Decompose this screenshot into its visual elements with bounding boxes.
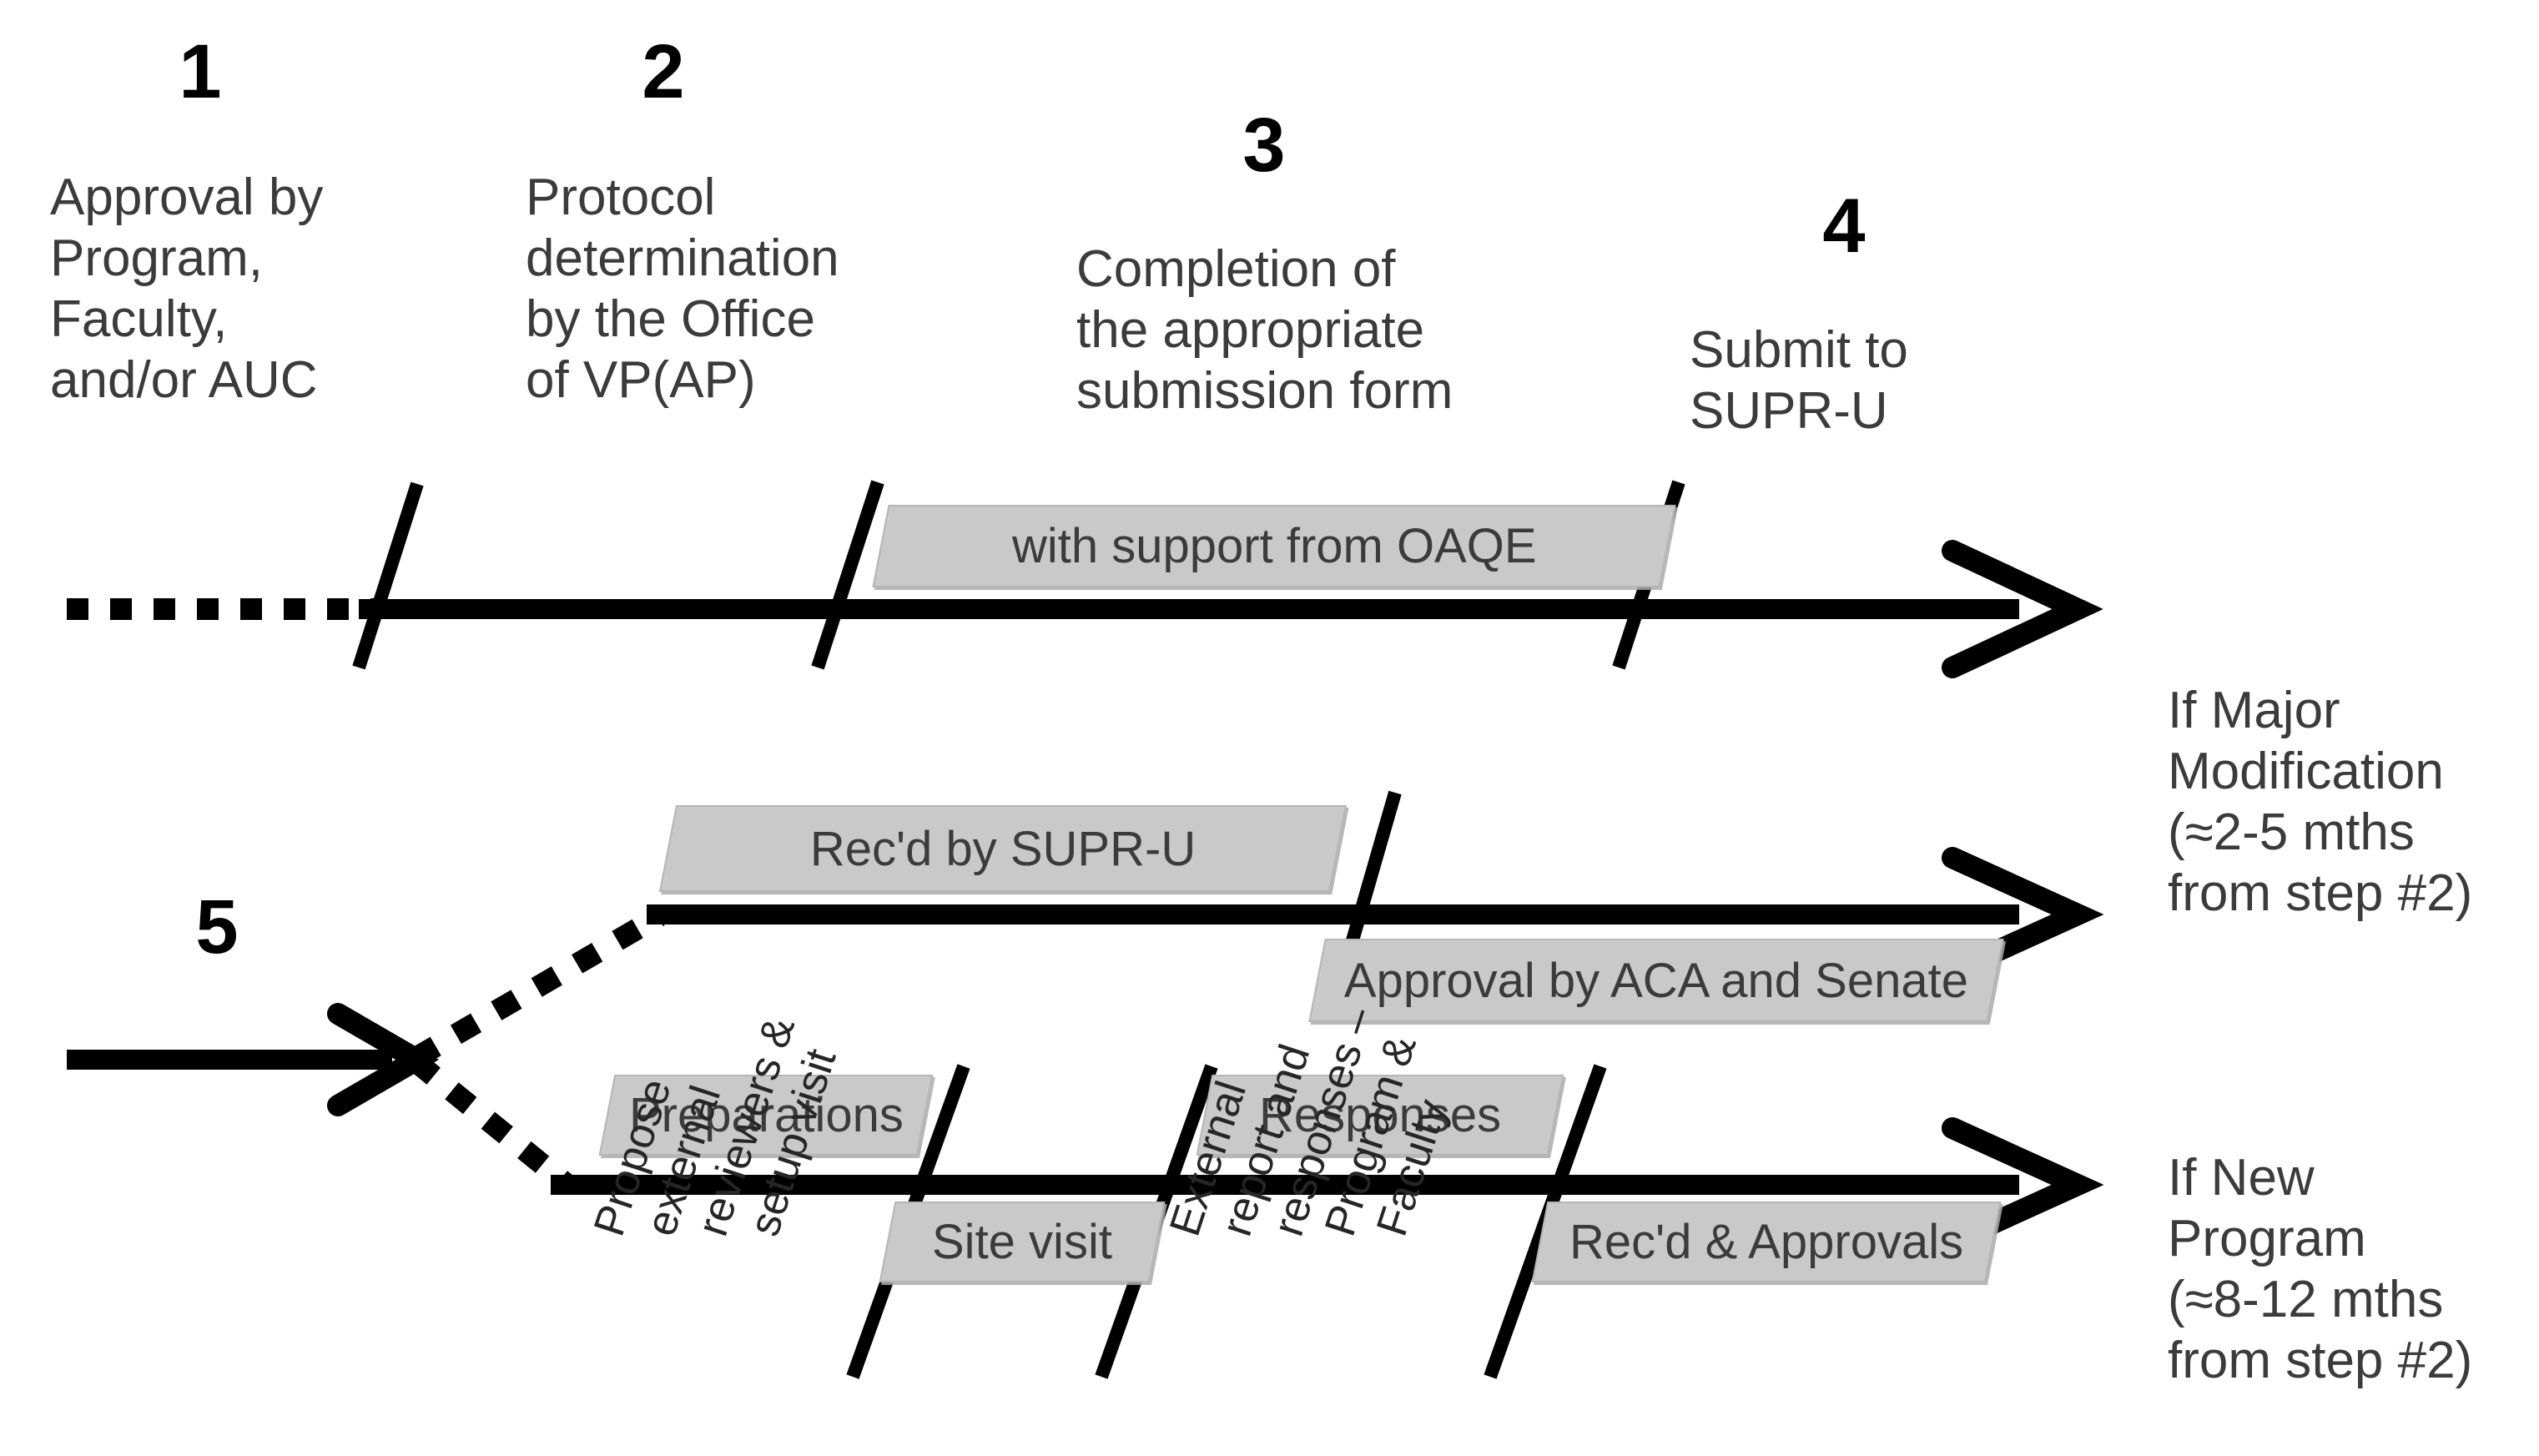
step-description-4: Submit to SUPR-U [1690, 321, 1908, 441]
top-arrow-head [1942, 540, 2103, 678]
band-recd-by-supr-u: Rec'd by SUPR-U [658, 805, 1348, 892]
step-description-1: Approval by Program, Faculty, and/or AUC [50, 169, 324, 410]
step-number-1: 1 [179, 29, 222, 114]
band-label: Rec'd & Approvals [1569, 1215, 1964, 1269]
band-approval-by-aca-and-senate: Approval by ACA and Senate [1308, 939, 2004, 1022]
band-with-support-from-oaqe: with support from OAQE [872, 505, 1676, 587]
band-label: Rec'd by SUPR-U [809, 821, 1196, 876]
top-milestone-slash-2 [811, 480, 884, 670]
step5-fork-arrow-head [327, 1003, 439, 1116]
outcome-new-program: If New Program (≈8-12 mths from step #2) [2168, 1149, 2473, 1390]
step-number-4: 4 [1822, 184, 1866, 269]
fork-branch-upper-dotted [410, 906, 665, 1068]
step-number-2: 2 [642, 29, 685, 114]
band-label: Site visit [932, 1215, 1112, 1269]
band-label: with support from OAQE [1011, 519, 1537, 573]
step-description-3: Completion of the appropriate submission… [1076, 240, 1453, 421]
step-number-3: 3 [1242, 103, 1286, 188]
top-milestone-slash-1 [352, 481, 424, 670]
fork-branch-lower-dotted [408, 1052, 575, 1194]
step-description-2: Protocol determination by the Office of … [526, 169, 839, 410]
band-recd-and-approvals: Rec'd & Approvals [1531, 1202, 2002, 1282]
band-site-visit: Site visit [879, 1202, 1166, 1282]
step-number-5: 5 [195, 884, 239, 970]
band-label: Approval by ACA and Senate [1343, 953, 1969, 1008]
outcome-major-modification: If Major Modification (≈2-5 mths from st… [2168, 682, 2473, 923]
